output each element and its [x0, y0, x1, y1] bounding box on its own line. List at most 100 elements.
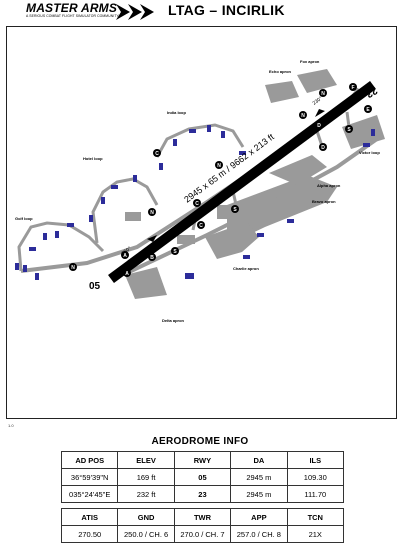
table-cell: 250.0 / CH. 6 [117, 525, 175, 543]
page-title: LTAG – INCIRLIK [168, 2, 285, 18]
table-cell: 270.50 [60, 525, 119, 543]
svg-text:S: S [233, 207, 237, 213]
table-cell: 05 [173, 468, 232, 486]
col-header: AD POS [60, 451, 119, 469]
aerodrome-info-title: AERODROME INFO [151, 436, 249, 447]
svg-text:B: B [150, 255, 154, 261]
table-cell: 035°24'45"E [60, 485, 119, 503]
svg-text:N: N [71, 265, 75, 271]
table-cell: 2945 m [230, 485, 288, 503]
col-header: ILS [286, 451, 345, 469]
taxiway-marker: N [69, 263, 77, 271]
runway-end-05: 05 [89, 281, 101, 292]
master-arms-logo: MASTER ARMS A SERIOUS COMBAT FLIGHT SIMU… [26, 1, 154, 23]
loop-label: Golf loop [15, 216, 33, 221]
table-cell: 169 ft [117, 468, 175, 486]
fox-apron-area [297, 69, 337, 93]
col-header: ELEV [117, 451, 175, 469]
svg-text:N: N [150, 210, 154, 216]
svg-text:C: C [195, 201, 199, 207]
apron-label: Bravo apron [312, 199, 336, 204]
svg-text:N: N [217, 163, 221, 169]
chart-version: 1.0 [8, 423, 14, 428]
taxiway-marker: N [319, 89, 327, 97]
india-loop [155, 123, 245, 158]
svg-text:E: E [366, 107, 370, 113]
svg-text:C: C [199, 223, 203, 229]
aerodrome-position-table: AD POS ELEV RWY DA ILS 36°59'39"N 169 ft… [60, 451, 345, 503]
table-cell: 2945 m [230, 468, 288, 486]
taxiway-marker: S [231, 205, 239, 213]
apron-label: Echo apron [269, 69, 292, 74]
airport-diagram: 2945 x 65 m / 9662 x 213 ft 05 23 050° 2… [6, 26, 397, 419]
hangar-block [177, 235, 195, 244]
table-cell: 257.0 / CH. 8 [230, 525, 288, 543]
table-row: 270.50 250.0 / CH. 6 270.0 / CH. 7 257.0… [60, 525, 345, 543]
svg-text:C: C [155, 151, 159, 157]
table-header-row: ATIS GND TWR APP TCN [60, 508, 345, 526]
svg-text:N: N [301, 113, 305, 119]
south-taxiway [126, 137, 379, 275]
airport-diagram-svg: 2945 x 65 m / 9662 x 213 ft 05 23 050° 2… [15, 59, 385, 323]
taxiway-marker: C [193, 199, 201, 207]
col-header: RWY [173, 451, 232, 469]
svg-text:A: A [123, 253, 127, 259]
col-header: GND [117, 508, 175, 526]
taxiway-marker: A [121, 251, 129, 259]
svg-text:F: F [351, 85, 354, 91]
table-cell: 21X [286, 525, 345, 543]
direction-arrow-icon [147, 235, 157, 242]
loop-label: India loop [167, 110, 186, 115]
table-row: 035°24'45"E 232 ft 23 2945 m 111.70 [60, 485, 345, 503]
taxiway-marker: F [349, 83, 357, 91]
svg-text:D: D [317, 123, 321, 129]
table-cell: 36°59'39"N [60, 468, 119, 486]
col-header: TCN [286, 508, 345, 526]
runway-05-23 [108, 80, 376, 284]
col-header: DA [230, 451, 288, 469]
table-cell: 270.0 / CH. 7 [173, 525, 232, 543]
hangar-block [217, 205, 229, 219]
logo-text: MASTER ARMS [26, 1, 118, 15]
apron-label: Alpha apron [317, 183, 341, 188]
svg-text:A: A [125, 271, 129, 277]
loop-label: Hotel loop [83, 156, 103, 161]
taxiway-marker: N [215, 161, 223, 169]
col-header: APP [230, 508, 288, 526]
taxiway-marker: C [153, 149, 161, 157]
hotel-loop [91, 177, 159, 244]
table-cell: 232 ft [117, 485, 175, 503]
echo-apron-area [265, 81, 299, 103]
direction-arrow-icon [315, 109, 325, 117]
taxiway-marker: D [315, 121, 323, 129]
apron-label: Fox apron [300, 59, 320, 64]
table-cell: 23 [173, 485, 232, 503]
apron-label: Victor loop [359, 150, 380, 155]
taxiway-marker: N [148, 208, 156, 216]
taxiway-marker: N [299, 111, 307, 119]
svg-text:S: S [347, 127, 351, 133]
runway-end-23: 23 [363, 84, 379, 99]
connector-taxiway [345, 111, 351, 128]
logo-subtitle: A SERIOUS COMBAT FLIGHT SIMULATOR COMMUN… [26, 14, 119, 18]
svg-text:N: N [321, 91, 325, 97]
aerodrome-frequency-table: ATIS GND TWR APP TCN 270.50 250.0 / CH. … [60, 508, 345, 543]
table-cell: 111.70 [286, 485, 345, 503]
golf-loop [17, 221, 105, 272]
delta-apron-area [125, 267, 167, 299]
taxiway-marker: D [319, 143, 327, 151]
apron-label: Delta apron [162, 318, 185, 323]
alpha-apron-area [269, 155, 327, 185]
logo-arrows-icon [116, 4, 154, 20]
taxiway-marker: A [123, 269, 131, 277]
chart-header: MASTER ARMS A SERIOUS COMBAT FLIGHT SIMU… [0, 0, 400, 24]
taxiway-marker: C [197, 221, 205, 229]
taxiway-marker: B [148, 253, 156, 261]
taxiway-marker: S [345, 125, 353, 133]
apron-label: Charlie apron [233, 266, 259, 271]
table-row: 36°59'39"N 169 ft 05 2945 m 109.30 [60, 468, 345, 486]
svg-text:D: D [321, 145, 325, 151]
bravo-apron-area [227, 175, 337, 245]
heading-050: 050° [121, 246, 133, 257]
table-cell: 109.30 [286, 468, 345, 486]
